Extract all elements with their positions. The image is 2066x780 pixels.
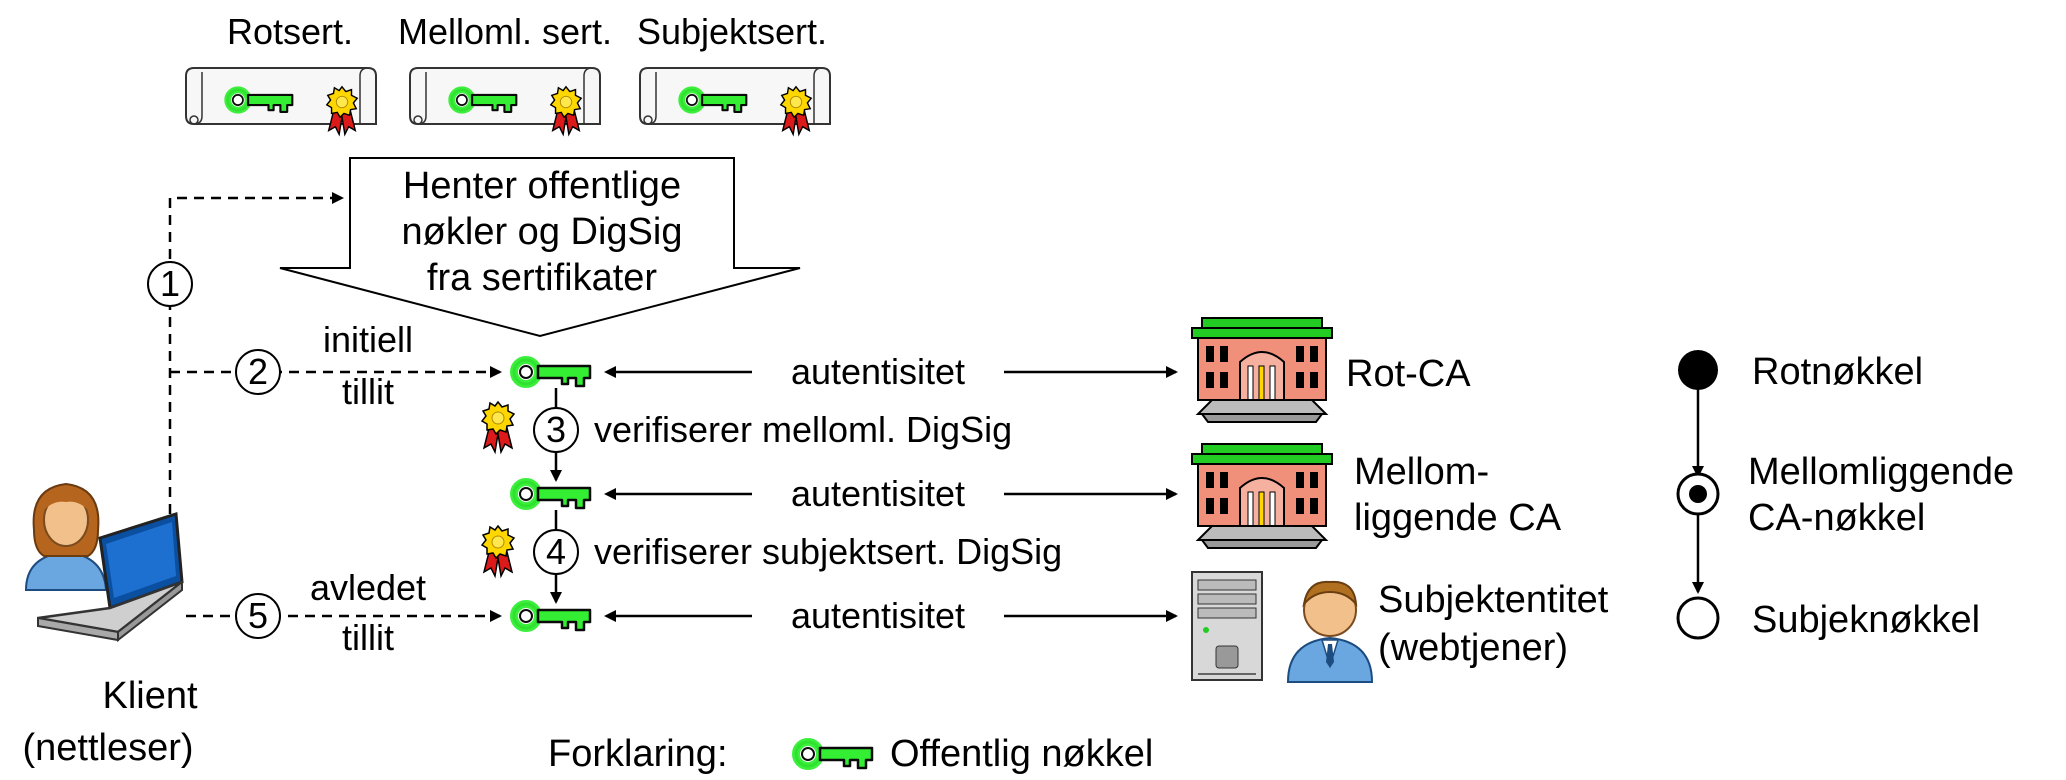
seal-icon: [481, 525, 515, 577]
laptop-icon: [24, 482, 184, 642]
chain-subject-label: Subjeknøkkel: [1752, 599, 1980, 641]
root-key-dot: [1678, 350, 1718, 390]
step3-circle: [533, 407, 579, 453]
key-icon: [796, 742, 872, 768]
step4-circle: [533, 529, 579, 575]
intermediate-ca-label-2: liggende CA: [1354, 497, 1562, 539]
authenticity-label: autentisitet: [791, 351, 965, 392]
chain-root-label: Rotnøkkel: [1752, 351, 1923, 393]
seal-icon: [481, 401, 515, 453]
ca-building-icon: [1191, 317, 1333, 423]
cert-label-intermediate: Melloml. sert.: [398, 11, 612, 52]
fetch-text-line1: Henter offentlige: [403, 165, 681, 207]
subject-label-1: Subjektentitet: [1378, 579, 1609, 621]
authenticity-label: autentisitet: [791, 595, 965, 636]
legend-public-key-label: Offentlig nøkkel: [890, 733, 1153, 775]
certificate-scroll-icon: [639, 67, 831, 136]
certificate-scroll-icon: [185, 67, 377, 136]
chain-intermediate-label-2: CA-nøkkel: [1748, 497, 1925, 539]
subject-key-dot: [1676, 596, 1720, 640]
verify-subject-label: verifiserer subjektsert. DigSig: [594, 531, 1062, 572]
fetch-text-line3: fra sertifikater: [427, 257, 658, 299]
step2-circle: [235, 349, 281, 395]
ca-building-icon: [1191, 443, 1333, 549]
derived-trust-label-1: avledet: [310, 567, 426, 608]
root-ca-label: Rot-CA: [1346, 353, 1471, 395]
key-icon: [514, 482, 590, 508]
step1-circle: [147, 261, 193, 307]
step1-dashed-line: [168, 192, 344, 548]
step5-number: 5: [248, 595, 268, 636]
step4-number: 4: [546, 531, 566, 572]
authenticity-label: autentisitet: [791, 473, 965, 514]
step5-circle: [235, 593, 281, 639]
intermediate-ca-label-1: Mellom-: [1354, 451, 1489, 493]
step3-number: 3: [546, 409, 566, 450]
derived-trust-label-2: tillit: [342, 617, 394, 658]
client-label-1: Klient: [102, 675, 197, 717]
subject-label-2: (webtjener): [1378, 627, 1568, 669]
key-icon: [514, 604, 590, 630]
chain-intermediate-label-1: Mellomliggende: [1748, 451, 2014, 493]
initial-trust-label-2: tillit: [342, 371, 394, 412]
cert-label-root: Rotsert.: [227, 11, 353, 52]
fetch-block-arrow: [279, 157, 801, 338]
key-icon: [514, 360, 590, 386]
server-icon: [1191, 571, 1263, 681]
step2-number: 2: [248, 351, 268, 392]
step1-number: 1: [160, 263, 180, 304]
legend-title: Forklaring:: [548, 733, 728, 775]
client-label-2: (nettleser): [22, 727, 193, 769]
person-icon: [1287, 580, 1373, 683]
initial-trust-label-1: initiell: [323, 319, 413, 360]
fetch-text-line2: nøkler og DigSig: [402, 211, 683, 253]
verify-intermediate-label: verifiserer melloml. DigSig: [594, 409, 1012, 450]
intermediate-key-dot-inner: [1689, 485, 1707, 503]
cert-label-subject: Subjektsert.: [637, 11, 827, 52]
certificate-scroll-icon: [409, 67, 601, 136]
